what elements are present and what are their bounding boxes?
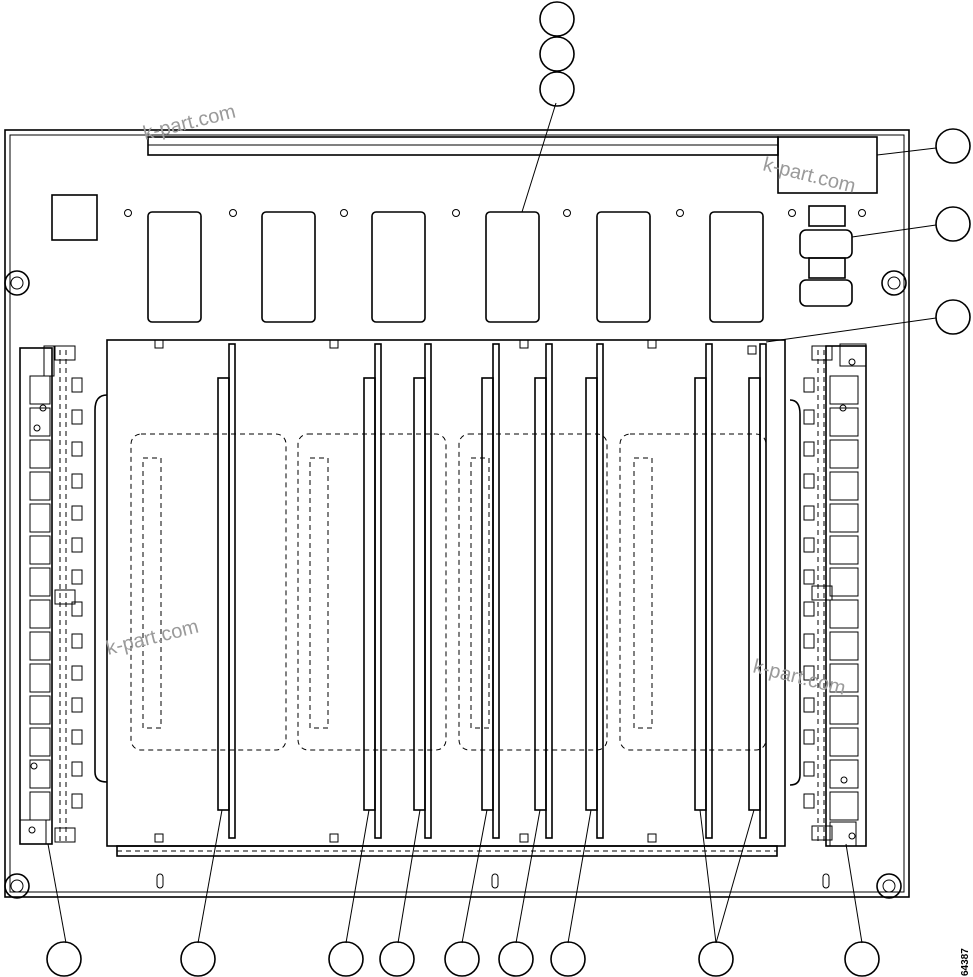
chassis-panel	[4, 129, 910, 898]
callout-top-2	[539, 36, 575, 72]
module-cell	[29, 439, 51, 469]
module-cell	[829, 759, 859, 789]
callout-bottom-8	[698, 941, 734, 977]
vent-openings	[147, 211, 764, 323]
callout-right-3	[935, 299, 971, 335]
module-cell	[829, 631, 859, 661]
module-cell	[829, 727, 859, 757]
watermark-3: k-part.com	[104, 616, 201, 660]
terminal-block	[808, 205, 846, 227]
corner-fasteners	[4, 270, 907, 899]
module-cell	[29, 663, 51, 693]
chassis-inner-edge	[9, 134, 905, 893]
watermark-2: k-part.com	[761, 154, 858, 198]
module-cell-tab	[803, 473, 815, 489]
cage-top-tabs	[154, 339, 757, 843]
callout-right-1	[935, 128, 971, 164]
module-cell	[829, 503, 859, 533]
module-cell-tab	[71, 633, 83, 649]
figure-number: 64387	[960, 948, 971, 976]
right-module-cells	[803, 375, 859, 821]
callout-bottom-1	[46, 941, 82, 977]
module-cell	[829, 695, 859, 725]
connector-upper	[799, 229, 853, 259]
callout-bottom-7	[550, 941, 586, 977]
circuit-board-outlines	[130, 433, 767, 751]
module-cell	[29, 695, 51, 725]
module-cell-tab	[803, 697, 815, 713]
module-cell	[29, 375, 51, 405]
module-cell-tab	[71, 377, 83, 393]
callout-bottom-6	[498, 941, 534, 977]
left-handle	[94, 394, 108, 783]
callout-bottom-3	[328, 941, 364, 977]
module-cell-tab	[71, 793, 83, 809]
connector-middle	[808, 257, 846, 279]
callout-bottom-5	[444, 941, 480, 977]
module-cell-tab	[71, 697, 83, 713]
module-cell-tab	[803, 729, 815, 745]
module-cell-tab	[71, 537, 83, 553]
module-cell-tab	[803, 377, 815, 393]
module-cell	[829, 567, 859, 597]
callout-bottom-2	[180, 941, 216, 977]
square-label-plate	[51, 194, 98, 241]
top-right-bracket	[777, 136, 878, 194]
module-cell	[29, 727, 51, 757]
module-cell	[29, 407, 51, 437]
module-cell	[29, 759, 51, 789]
module-cell-tab	[803, 633, 815, 649]
module-cell-tab	[803, 761, 815, 777]
module-cell-tab	[803, 441, 815, 457]
module-cell-tab	[71, 665, 83, 681]
callout-top-1	[539, 1, 575, 37]
module-cell-tab	[803, 601, 815, 617]
module-cell	[829, 791, 859, 821]
watermark-1: k-part.com	[141, 101, 238, 145]
left-power-module	[19, 345, 76, 845]
module-cell-tab	[71, 473, 83, 489]
top-rail	[147, 136, 779, 156]
module-cell	[29, 791, 51, 821]
module-cell	[29, 567, 51, 597]
module-cell-tab	[803, 505, 815, 521]
module-cell	[29, 631, 51, 661]
mounting-holes	[124, 209, 866, 217]
module-cell-tab	[803, 793, 815, 809]
module-cell-tab	[803, 409, 815, 425]
module-cell-tab	[71, 441, 83, 457]
module-cell-tab	[71, 729, 83, 745]
module-cell	[829, 439, 859, 469]
module-cell-tab	[803, 569, 815, 585]
module-cell-tab	[803, 537, 815, 553]
callout-right-2	[935, 206, 971, 242]
callout-circles	[46, 1, 971, 977]
connector-lower	[799, 279, 853, 307]
bottom-slots	[156, 873, 830, 889]
callout-bottom-9	[844, 941, 880, 977]
module-cell-tab	[71, 761, 83, 777]
left-module-cells	[29, 375, 83, 821]
module-cell	[829, 599, 859, 629]
module-cell	[829, 375, 859, 405]
module-cell	[29, 503, 51, 533]
module-cell	[829, 407, 859, 437]
card-guides	[217, 343, 767, 839]
module-cell-tab	[71, 409, 83, 425]
callout-top-3	[539, 71, 575, 107]
right-handle	[789, 399, 801, 786]
module-cell-tab	[71, 569, 83, 585]
callout-bottom-4	[379, 941, 415, 977]
module-cell	[829, 663, 859, 693]
module-cell	[29, 599, 51, 629]
module-cell	[29, 535, 51, 565]
module-cell	[29, 471, 51, 501]
module-cell-tab	[71, 505, 83, 521]
leader-lines	[47, 102, 937, 944]
module-cell	[829, 471, 859, 501]
module-cell-tab	[71, 601, 83, 617]
module-cell-tab	[803, 665, 815, 681]
module-cell	[829, 535, 859, 565]
